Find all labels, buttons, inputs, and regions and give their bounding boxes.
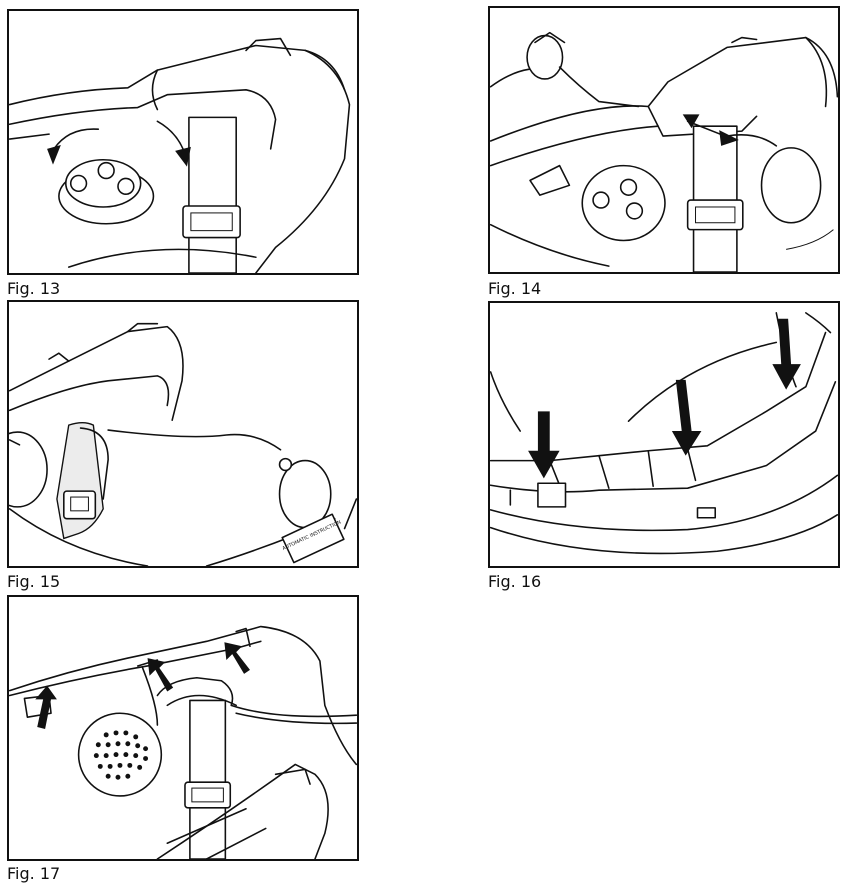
up-arrow-icon [147, 658, 174, 692]
figure-caption: Fig. 17 [7, 864, 61, 883]
down-arrow-icon [671, 379, 702, 456]
helmet-liner-illustration [9, 625, 357, 859]
up-arrow-icon [35, 685, 57, 729]
helmet-liner-illustration [9, 37, 351, 273]
figure-caption: Fig. 16 [488, 572, 542, 591]
microphone-icon [526, 34, 564, 80]
figure-15-illustration: AUTOMATIC INSTRUCTION [7, 300, 359, 568]
figure-16-illustration [488, 301, 840, 568]
figure-13-illustration [7, 9, 359, 275]
speaker-holes [93, 730, 149, 780]
speaker-grille-icon [77, 712, 163, 797]
rotate-arrow-icon [53, 128, 100, 150]
up-arrow-icon [224, 642, 250, 674]
figure-caption: Fig. 13 [7, 279, 61, 298]
helmet-shell-illustration [490, 312, 838, 555]
figure-caption: Fig. 14 [488, 279, 542, 298]
down-arrow-icon [528, 411, 560, 479]
figure-17-illustration [7, 595, 359, 861]
figure-caption: Fig. 15 [7, 572, 61, 591]
figure-14-illustration [488, 6, 840, 274]
down-arrow-icon [772, 318, 801, 390]
down-arrow-icon [175, 146, 191, 167]
helmet-liner-illustration: AUTOMATIC INSTRUCTION [9, 322, 357, 566]
helmet-liner-illustration [490, 31, 838, 272]
double-arrow-icon [719, 130, 739, 146]
speaker-icon [760, 147, 822, 224]
